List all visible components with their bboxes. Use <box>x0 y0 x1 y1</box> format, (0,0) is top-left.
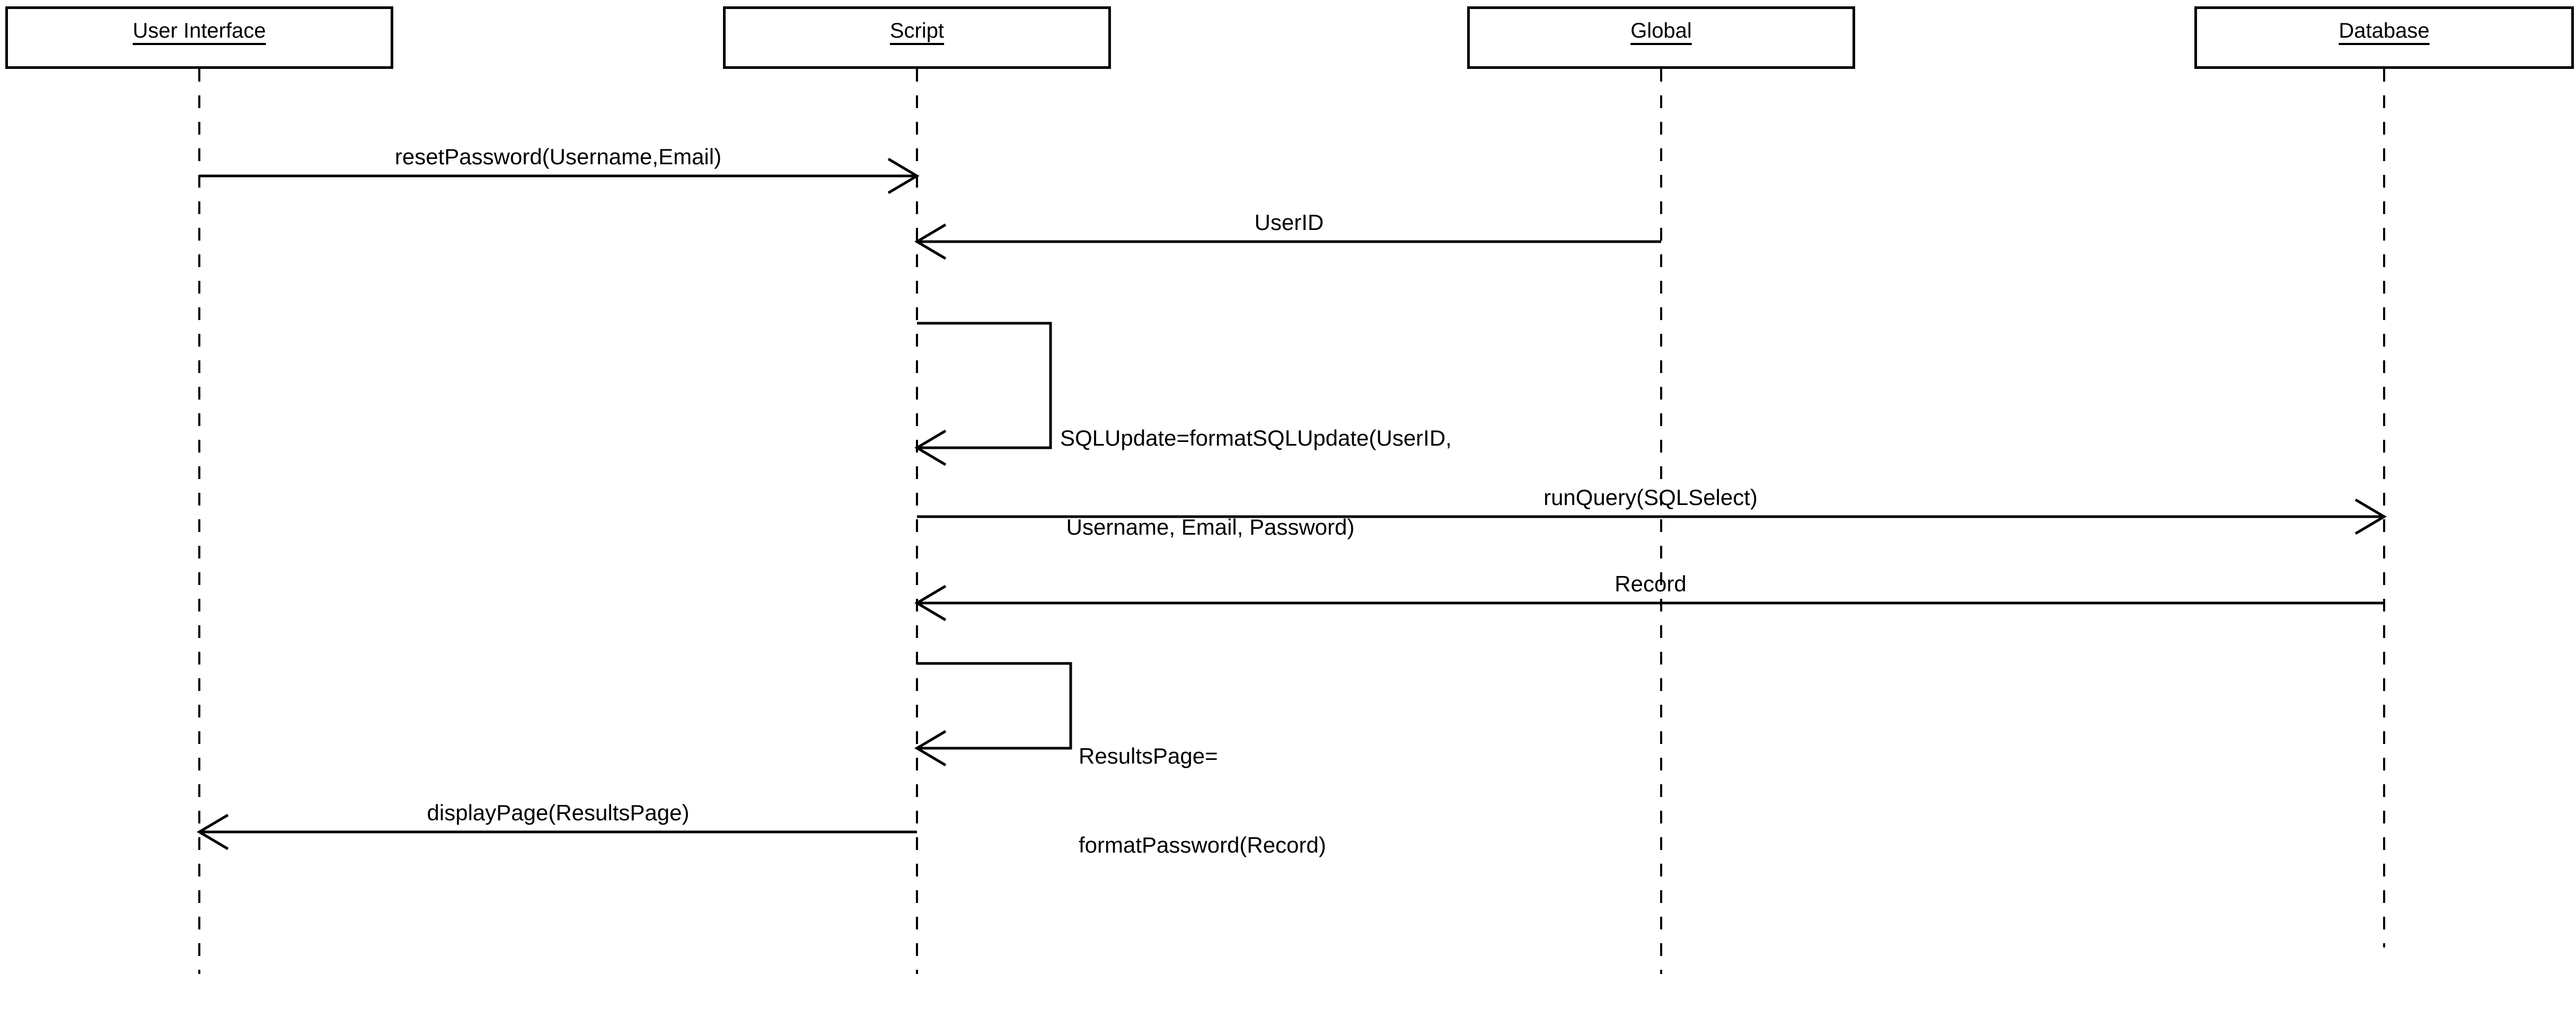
arrowhead-left-icon <box>914 223 947 260</box>
message-label-sqlupdate-line1: SQLUpdate=formatSQLUpdate(UserID, <box>1060 426 1452 450</box>
self-message-loop-sqlupdate <box>917 322 1052 449</box>
actor-label-global: Global <box>1630 19 1692 42</box>
arrowhead-right-icon <box>2354 498 2387 535</box>
message-label-userid: UserID <box>1254 210 1324 235</box>
message-label-record: Record <box>1615 571 1687 596</box>
arrowhead-left-icon <box>914 584 947 622</box>
arrowhead-left-icon <box>197 813 229 850</box>
message-label-resultspage-line2: formatPassword(Record) <box>1079 832 1326 857</box>
message-label-reset-password: resetPassword(Username,Email) <box>394 144 722 169</box>
message-label-resultspage-line1: ResultsPage= <box>1079 743 1218 768</box>
arrowhead-left-icon <box>914 429 947 466</box>
message-label-sqlupdate: SQLUpdate=formatSQLUpdate(UserID, Userna… <box>1060 364 1452 601</box>
arrowhead-left-icon <box>914 730 947 767</box>
actor-box-global: Global <box>1467 6 1855 69</box>
message-label-runquery: runQuery(SQLSelect) <box>1543 485 1758 510</box>
self-message-loop-resultspage <box>917 662 1072 750</box>
message-label-displaypage: displayPage(ResultsPage) <box>427 800 690 825</box>
actor-box-user-interface: User Interface <box>5 6 393 69</box>
actor-label-script: Script <box>889 19 945 42</box>
actor-box-script: Script <box>723 6 1111 69</box>
message-label-sqlupdate-line2: Username, Email, Password) <box>1060 515 1355 539</box>
actor-box-database: Database <box>2194 6 2574 69</box>
arrowhead-right-icon <box>887 157 920 194</box>
actor-label-database: Database <box>2339 19 2430 42</box>
actor-label-user-interface: User Interface <box>133 19 266 42</box>
message-label-resultspage: ResultsPage= formatPassword(Record) <box>1079 682 1326 919</box>
